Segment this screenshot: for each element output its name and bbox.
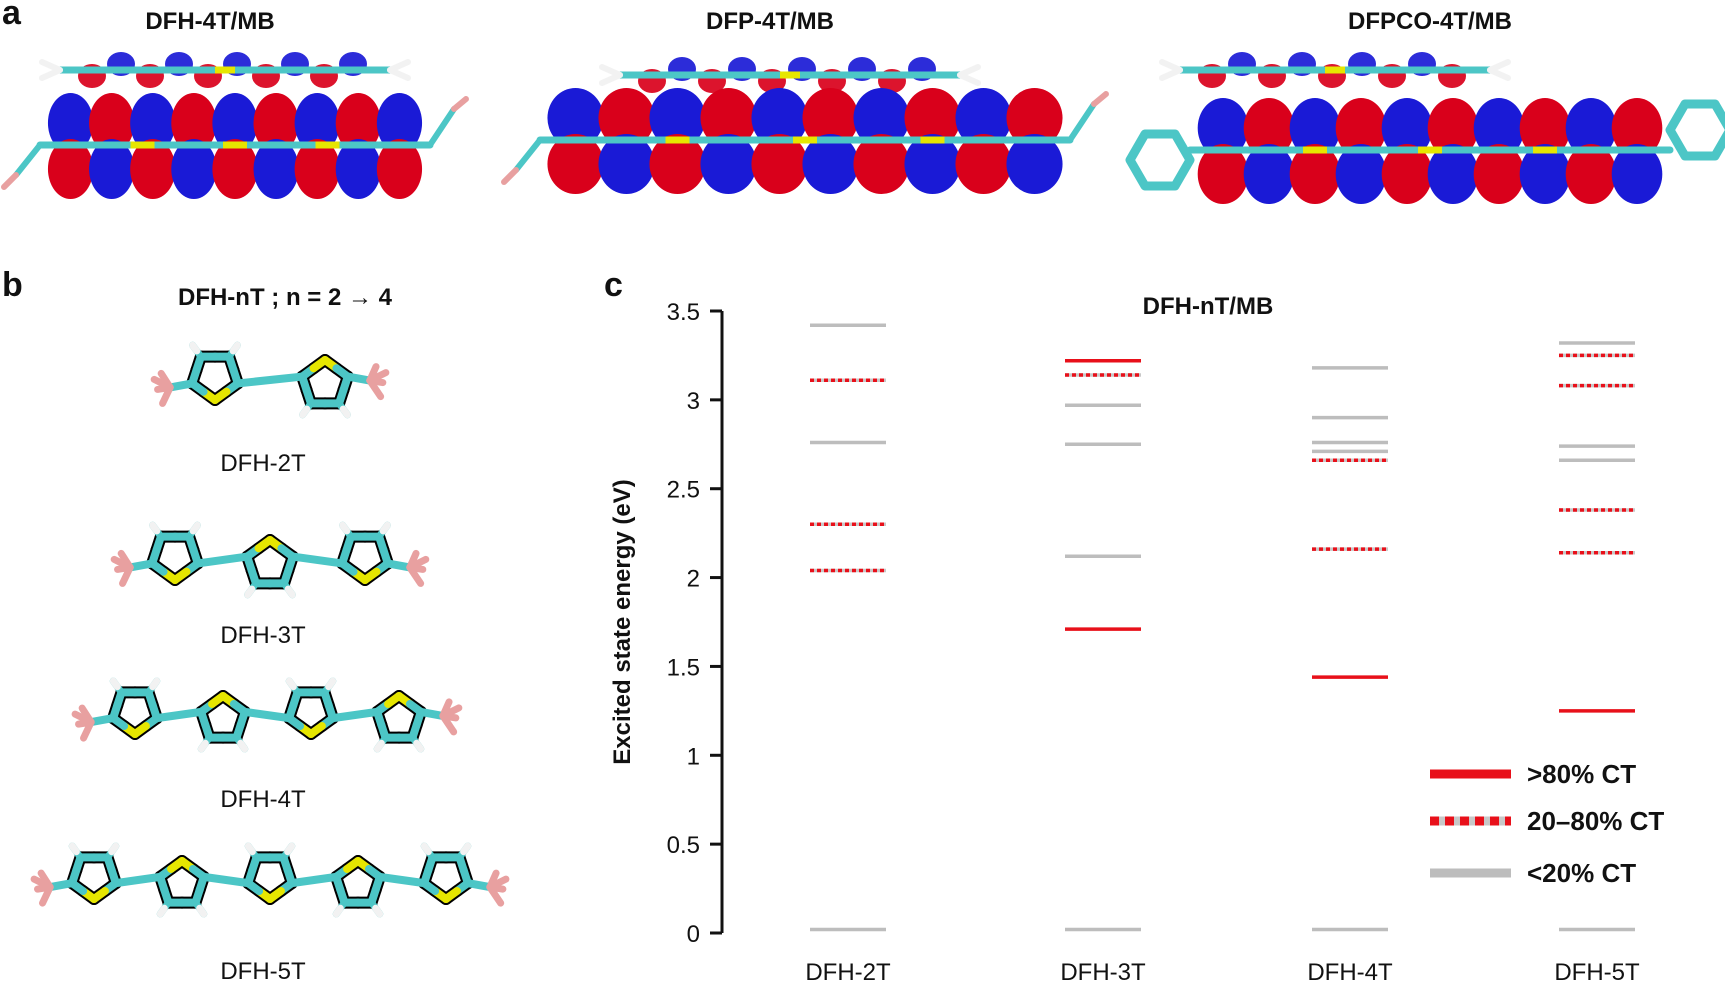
orb2-donor bbox=[501, 88, 1109, 194]
panel-b-letter: b bbox=[2, 266, 23, 304]
y-tick-label-1: 0.5 bbox=[667, 832, 700, 859]
mol4-bond-0 bbox=[152, 707, 206, 723]
mol5-ring-2 bbox=[242, 842, 298, 905]
panel-c-letter: c bbox=[604, 266, 623, 304]
mol2-end-groups bbox=[150, 363, 390, 407]
legend-label-1: 20–80% CT bbox=[1527, 806, 1664, 836]
orb1-acceptor bbox=[39, 52, 411, 88]
molecule-label-dfh-5t: DFH-5T bbox=[220, 958, 306, 985]
molecule-label-dfh-2t: DFH-2T bbox=[220, 450, 306, 477]
mol4-ring-1 bbox=[195, 690, 251, 753]
legend-label-2: <20% CT bbox=[1527, 858, 1636, 888]
y-axis-title: Excited state energy (eV) bbox=[609, 479, 636, 764]
x-tick-label-3: DFH-5T bbox=[1554, 959, 1640, 984]
orb2-acceptor bbox=[599, 57, 981, 93]
y-tick-label-2: 1 bbox=[687, 743, 700, 770]
molecule-label-dfh-4t: DFH-4T bbox=[220, 786, 306, 813]
panel-a-letter: a bbox=[2, 0, 21, 32]
orbital-image-dfh-4t-mb bbox=[1, 52, 469, 199]
mol5-bond-1 bbox=[199, 872, 253, 888]
panel-a-title-3: DFPCO-4T/MB bbox=[1348, 8, 1512, 35]
y-tick-label-7: 3.5 bbox=[667, 299, 700, 326]
mol3-bond-1 bbox=[288, 552, 347, 568]
x-tick-label-2: DFH-4T bbox=[1307, 959, 1393, 984]
x-tick-label-0: DFH-2T bbox=[805, 959, 891, 984]
orb1-donor bbox=[1, 93, 469, 199]
mol4-bond-2 bbox=[328, 707, 382, 723]
mol4-bond-1 bbox=[240, 707, 294, 723]
mol5-bond-0 bbox=[111, 872, 165, 888]
panel-a-title-2: DFP-4T/MB bbox=[706, 8, 834, 35]
molecule-label-dfh-3t: DFH-3T bbox=[220, 622, 306, 649]
mol2-bond-0 bbox=[233, 372, 307, 388]
mol4-ring-0 bbox=[107, 677, 163, 740]
mol2-ring-0 bbox=[186, 341, 244, 406]
mol5-end-groups bbox=[30, 869, 510, 907]
mol5-bond-3 bbox=[375, 872, 429, 888]
mol5-ring-3 bbox=[330, 855, 386, 918]
legend-label-0: >80% CT bbox=[1527, 759, 1636, 789]
mol5-bond-2 bbox=[287, 872, 341, 888]
x-tick-label-1: DFH-3T bbox=[1060, 959, 1146, 984]
molecule-dfh-2t bbox=[150, 341, 390, 419]
orbital-image-dfp-4t-mb bbox=[501, 57, 1109, 194]
mol4-end-groups bbox=[71, 698, 463, 742]
y-tick-label-0: 0 bbox=[687, 921, 700, 948]
molecule-dfh-5t bbox=[30, 842, 510, 918]
molecule-dfh-3t bbox=[110, 521, 430, 599]
molecule-dfh-4t bbox=[71, 677, 463, 753]
chart-title: DFH-nT/MB bbox=[1143, 293, 1274, 320]
y-tick-label-5: 2.5 bbox=[667, 477, 700, 504]
orbital-image-dfpco-4t-mb bbox=[1125, 52, 1725, 204]
mol3-bond-0 bbox=[193, 552, 252, 568]
mol3-end-groups bbox=[110, 549, 430, 587]
y-tick-label-4: 2 bbox=[687, 566, 700, 593]
panel-b-title: DFH-nT ; n = 2 → 4 bbox=[177, 284, 392, 311]
y-tick-label-6: 3 bbox=[687, 388, 700, 415]
y-tick-label-3: 1.5 bbox=[667, 654, 700, 681]
orb3-acceptor bbox=[1159, 52, 1511, 88]
panel-a-title-1: DFH-4T/MB bbox=[145, 8, 275, 35]
orb3-donor bbox=[1125, 98, 1725, 204]
